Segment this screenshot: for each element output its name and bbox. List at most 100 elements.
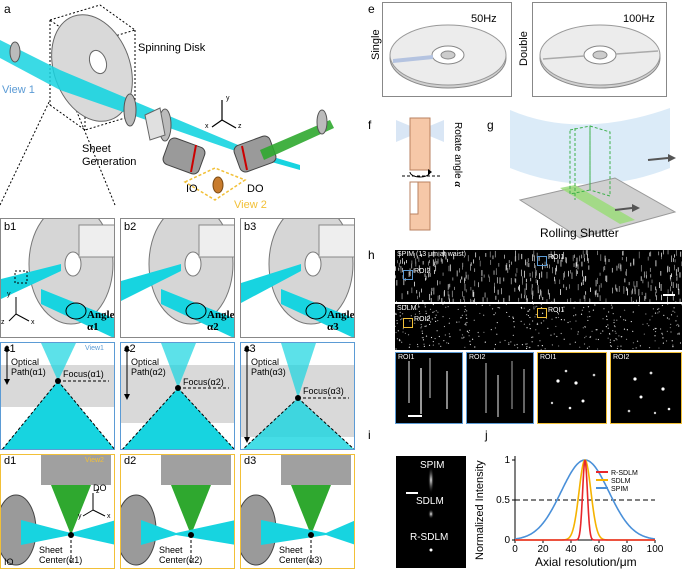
bead-dot: [429, 321, 432, 323]
roi2-box-spim: [403, 270, 413, 280]
bead-dot: [523, 323, 525, 325]
bead-dot: [466, 330, 469, 332]
bead-dot: [456, 321, 458, 323]
bead-dot: [607, 327, 609, 329]
bead-dot: [582, 279, 584, 285]
bead-dot: [563, 338, 565, 340]
bead-dot: [602, 318, 604, 320]
bead-dot: [535, 270, 537, 276]
bead-dot: [575, 262, 577, 268]
bead-dot: [425, 335, 428, 337]
bead-dot: [616, 319, 618, 321]
bead-dot: [464, 283, 466, 291]
bead-dot: [461, 314, 463, 316]
bead-dot: [651, 279, 653, 284]
bead-dot: [620, 348, 622, 350]
bead-dot: [676, 315, 678, 317]
panel-e-label: e: [368, 2, 375, 16]
sdlm-label: SDLM: [397, 305, 417, 312]
bead-dot: [587, 316, 589, 318]
bead-dot: [433, 287, 435, 295]
bead-dot: [529, 309, 531, 311]
bead-dot: [484, 341, 486, 343]
scale-bar: [663, 294, 675, 296]
bead-dot: [514, 287, 516, 292]
bead-dot: [624, 278, 626, 283]
bead-dot: [467, 274, 469, 280]
bead-dot: [625, 286, 627, 291]
bead-dot: [573, 307, 575, 309]
legend-label: SPIM: [611, 486, 628, 493]
bead-dot: [582, 270, 584, 277]
bead-dot: [426, 318, 428, 320]
bead-dot: [546, 299, 548, 302]
bead-dot: [583, 306, 585, 309]
bead-dot: [540, 348, 542, 350]
bead-dot: [430, 297, 432, 302]
bead-dot: [513, 326, 515, 328]
bead-dot: [655, 295, 657, 301]
bead-dot: [475, 252, 477, 258]
bead-dot: [535, 271, 537, 279]
bead-dot: [577, 264, 579, 270]
bead-dot: [619, 263, 621, 270]
roi1-label-sdlm: ROI1: [548, 307, 565, 314]
bead-dot: [429, 266, 431, 273]
bead-dot: [423, 345, 425, 347]
bead-dot: [660, 270, 662, 276]
bead-dot: [461, 337, 463, 339]
bead-dot: [674, 311, 676, 313]
bead-dot: [449, 264, 451, 272]
bead-dot: [667, 296, 668, 302]
bead-dot: [527, 314, 530, 317]
bead-dot: [675, 301, 677, 302]
bead-dot: [590, 287, 591, 292]
panel-a-label: a: [4, 2, 11, 16]
bead-dot: [573, 263, 575, 267]
bead-dot: [670, 331, 672, 333]
bead-dot: [430, 291, 432, 296]
bead-dot: [623, 328, 626, 330]
bead-dot: [416, 289, 418, 294]
bead-dot: [611, 307, 613, 310]
bead-dot: [515, 250, 516, 257]
bead-dot: [463, 295, 465, 300]
bead-dot: [672, 310, 674, 312]
bead-dot: [443, 325, 446, 328]
bead-dot: [520, 306, 522, 309]
bead-dot: [418, 310, 421, 313]
bead-dot: [579, 346, 581, 348]
legend-label: R-SDLM: [611, 470, 638, 477]
bead-dot: [577, 284, 579, 291]
bead-dot: [536, 305, 538, 307]
bead-dot: [431, 318, 433, 320]
bead-dot: [662, 337, 664, 339]
bead-dot: [587, 306, 590, 308]
bead-dot: [442, 272, 444, 276]
psf-sdlm-label: SDLM: [416, 496, 444, 507]
panel-h-label: h: [368, 248, 375, 262]
axis-z-b: z: [1, 319, 5, 326]
bead-dot: [438, 335, 440, 338]
view1-tag: View1: [85, 345, 104, 352]
bead-dot: [417, 346, 419, 348]
bead-dot: [425, 312, 427, 315]
bead-dot: [469, 343, 471, 346]
bead-dot: [421, 288, 422, 293]
bead-dot: [415, 258, 417, 264]
bead-dot: [560, 259, 562, 267]
bead-dot: [428, 344, 431, 346]
optical-path-c3: Optical Path(α3): [251, 357, 286, 377]
bead-dot: [398, 338, 401, 341]
bead-dot: [648, 347, 651, 349]
bead-dot: [569, 284, 570, 289]
bead-dot: [547, 327, 549, 329]
bead-dot: [624, 319, 627, 321]
x-tick-label: 100: [647, 544, 664, 555]
panel-b3-label: b3: [244, 221, 257, 233]
bead-dot: [674, 264, 675, 269]
double-disk-panel: 100Hz: [532, 2, 667, 97]
bead-dot: [671, 255, 673, 263]
bead-dot: [552, 267, 553, 274]
focus-c2: Focus(α2): [183, 377, 224, 387]
